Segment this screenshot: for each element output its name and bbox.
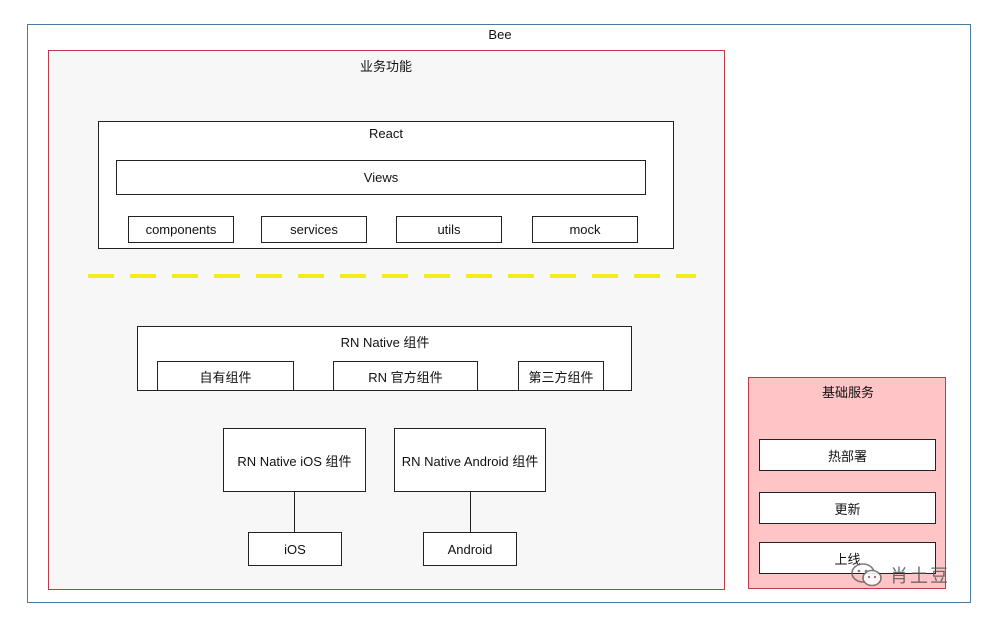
release-box: 上线	[759, 542, 936, 574]
rn-native-android-box: RN Native Android 组件	[394, 428, 546, 492]
ios-connector-line	[294, 492, 295, 532]
android-connector-line	[470, 492, 471, 532]
watermark-text: 肖土豆	[890, 566, 950, 586]
ios-platform-box: iOS	[248, 532, 342, 566]
rn-native-ios-box: RN Native iOS 组件	[223, 428, 366, 492]
base-services-title: 基础服务	[821, 385, 874, 400]
update-box: 更新	[759, 492, 936, 524]
android-platform-box: Android	[423, 532, 517, 566]
third-party-components-box: 第三方组件	[518, 361, 604, 391]
wechat-icon	[851, 563, 882, 587]
bee-title: Bee	[488, 27, 512, 42]
views-box: Views	[116, 160, 646, 195]
services-module: services	[261, 216, 367, 243]
react-title: React	[369, 126, 403, 141]
hot-deploy-box: 热部署	[759, 439, 936, 471]
components-module: components	[128, 216, 234, 243]
utils-module: utils	[396, 216, 502, 243]
mock-module: mock	[532, 216, 638, 243]
business-functions-title: 业务功能	[359, 59, 412, 74]
rn-official-components-box: RN 官方组件	[333, 361, 478, 391]
rn-native-title: RN Native 组件	[340, 335, 430, 350]
watermark: 肖土豆	[850, 562, 950, 588]
own-components-box: 自有组件	[157, 361, 294, 391]
